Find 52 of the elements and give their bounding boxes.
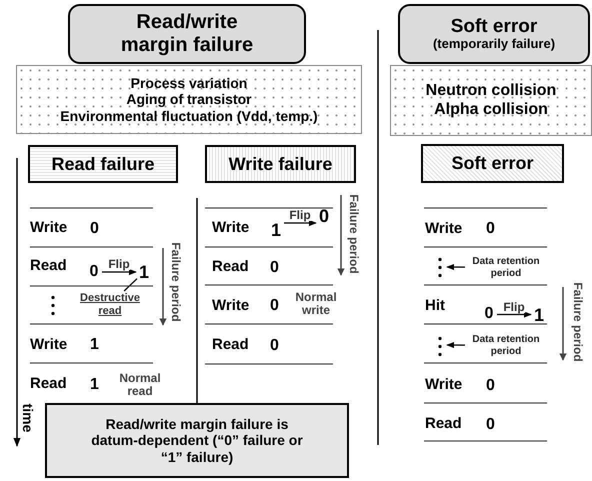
bit-value: 1: [532, 304, 546, 326]
failure-type-box: Read failure: [28, 145, 178, 183]
bit-value: 0: [482, 304, 496, 324]
category-box: Soft error (temporarily failure): [398, 4, 590, 64]
bit-value: 0: [270, 338, 279, 354]
operation-label: Write: [425, 221, 462, 236]
failure-type-box: Soft error: [421, 144, 564, 183]
operation-label: Write: [212, 220, 250, 235]
operation-label: Read: [212, 337, 249, 352]
bit-value: 1: [137, 261, 151, 283]
period-label: Failure period: [572, 282, 584, 362]
bit-value: 0: [87, 262, 101, 282]
period-label: Failure period: [348, 194, 360, 274]
operation-label: Read: [30, 258, 67, 273]
bit-value: 0: [486, 417, 495, 433]
annotation-text: Normal write: [294, 291, 338, 316]
annotation-text: Data retention period: [465, 332, 547, 359]
bit-value: 0: [270, 260, 279, 276]
operation-label: Read: [212, 259, 249, 274]
operation-label: Read: [30, 376, 67, 391]
bit-value: 0: [270, 298, 279, 314]
conclusion-box: Read/write margin failure is datum-dependent (“0” failure or “1” failure): [45, 403, 349, 478]
bit-value: 0: [317, 205, 331, 227]
operation-label: Hit: [425, 298, 445, 313]
bit-value: 0: [90, 221, 99, 237]
operation-label: Write: [212, 298, 250, 313]
period-label: Failure period: [170, 242, 182, 322]
leader-arrow: [446, 342, 465, 348]
operation-label: Write: [425, 377, 462, 392]
operation-label: Write: [30, 220, 68, 235]
leader-arrow: [446, 264, 465, 270]
cause-box: Neutron collision Alpha collision: [390, 65, 592, 136]
arrow: [284, 220, 317, 226]
annotation-text: Data retention period: [465, 254, 547, 281]
bit-value: 0: [486, 378, 495, 394]
annotation-text: Normal read: [118, 372, 162, 398]
edge-label: Flip: [502, 300, 526, 312]
arrow: [497, 311, 532, 318]
cause-box: Process variation Aging of transistor Environmental fluctuation (Vdd, temp.): [16, 65, 362, 134]
operation-label: Read: [425, 416, 462, 431]
bit-value: 0: [486, 221, 495, 237]
failure-type-box: Write failure: [205, 145, 356, 183]
bit-value: 1: [269, 219, 283, 241]
category-box: Read/write margin failure: [68, 4, 306, 64]
edge-label: Flip: [107, 258, 131, 270]
annotation-text: Destructive read: [72, 291, 148, 318]
edge-label: Flip: [288, 209, 312, 221]
bit-value: 1: [90, 377, 99, 393]
bit-value: 1: [90, 337, 99, 353]
arrow: [102, 268, 137, 276]
axis-label: time: [21, 404, 35, 432]
operation-label: Write: [30, 337, 68, 352]
